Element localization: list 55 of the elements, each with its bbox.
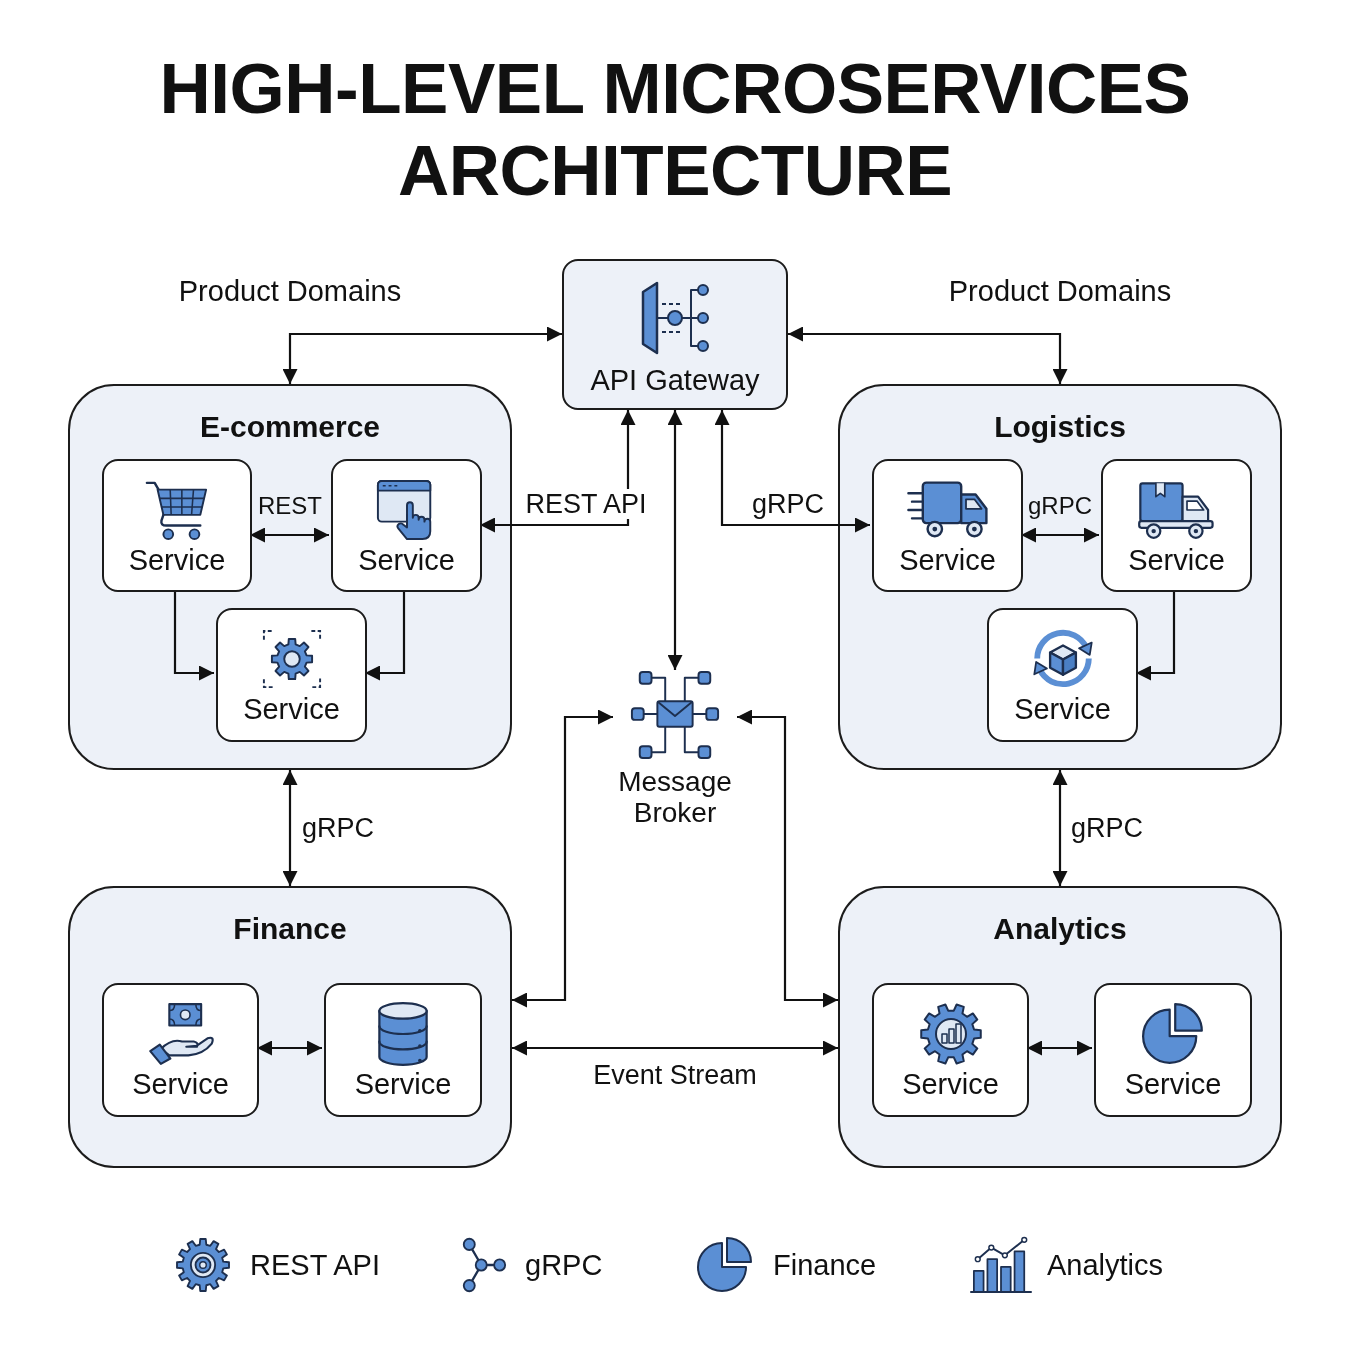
arrow	[714, 410, 870, 533]
arrow	[512, 709, 613, 1008]
arrow	[282, 770, 298, 886]
arrow	[1021, 527, 1099, 543]
service-box	[102, 983, 259, 1117]
node-label: Service	[243, 692, 340, 726]
service-box	[331, 459, 482, 592]
node-label: Service	[1128, 543, 1225, 577]
service-box	[872, 983, 1029, 1117]
node-label: Service	[1014, 692, 1111, 726]
arrow	[480, 410, 636, 533]
arrow	[257, 1040, 322, 1056]
domain-panel	[68, 384, 512, 770]
service-box	[216, 608, 367, 742]
panel-title: Finance	[232, 911, 348, 947]
service-box	[324, 983, 482, 1117]
service-box	[102, 459, 252, 592]
arrow	[250, 527, 329, 543]
service-box	[1101, 459, 1252, 592]
node-label: Service	[354, 1067, 452, 1101]
arrow	[365, 590, 406, 681]
arrow	[737, 709, 838, 1008]
legend-label: Finance	[773, 1248, 877, 1282]
service-box	[1094, 983, 1252, 1117]
arrow	[788, 326, 1068, 384]
panel-title: Logistics	[993, 409, 1127, 445]
legend-label: REST API	[250, 1248, 381, 1282]
arrow	[1052, 770, 1068, 886]
arrow	[282, 326, 562, 384]
arrow	[512, 1040, 838, 1056]
arrow	[173, 590, 214, 681]
node-label: Service	[358, 543, 455, 577]
node-label: API Gateway	[590, 363, 760, 397]
panel-title: Analytics	[992, 911, 1128, 947]
section-label: Product Domains	[948, 274, 1172, 308]
node-label: Message Broker	[617, 766, 733, 828]
domain-panel	[838, 886, 1282, 1168]
node-label: Service	[1124, 1067, 1222, 1101]
node-label: Service	[902, 1067, 999, 1101]
node-label: Service	[132, 1067, 229, 1101]
arrow	[1136, 590, 1176, 681]
gateway-box	[562, 259, 788, 410]
domain-panel	[68, 886, 512, 1168]
diagram-title: HIGH-LEVEL MICROSERVICES ARCHITECTURE	[158, 48, 1192, 212]
legend-label: gRPC	[525, 1248, 603, 1282]
node-label: Service	[128, 543, 226, 577]
service-box	[987, 608, 1138, 742]
domain-panel	[838, 384, 1282, 770]
service-box	[872, 459, 1023, 592]
section-label: Product Domains	[178, 274, 402, 308]
arrow	[667, 410, 683, 670]
node-label: Service	[899, 543, 996, 577]
panel-title: E-commerce	[198, 409, 382, 445]
arrow	[1027, 1040, 1092, 1056]
legend-label: Analytics	[1047, 1248, 1164, 1282]
